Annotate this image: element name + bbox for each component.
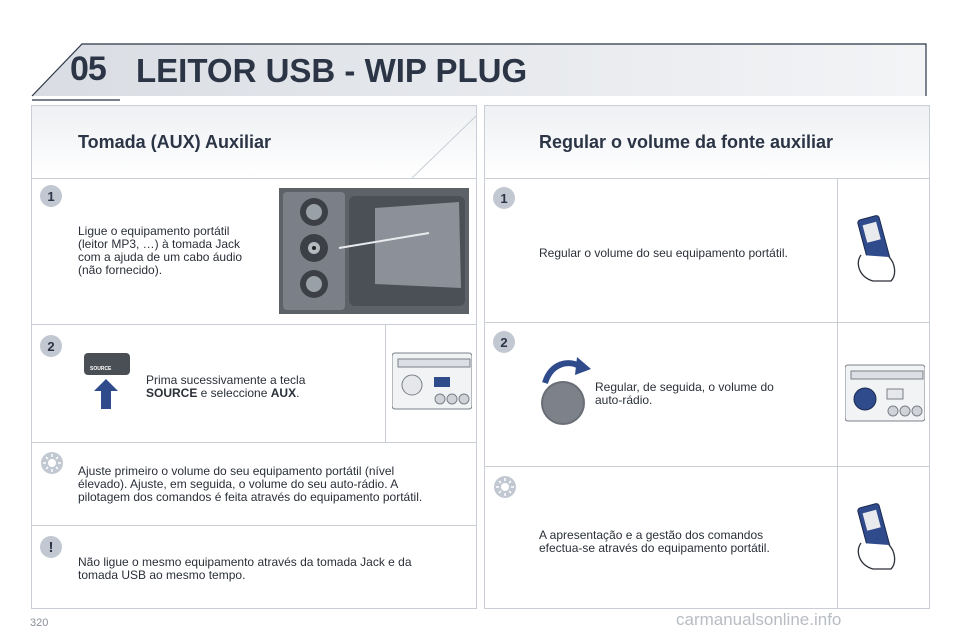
left-section-title: Tomada (AUX) Auxiliar: [78, 132, 272, 152]
left-tip: Ajuste primeiro o volume do seu equipame…: [32, 442, 476, 526]
left-warning-text: Não ligue o mesmo equipamento através da…: [78, 555, 412, 582]
chapter-number: 05: [70, 50, 107, 88]
source-button-icon: [84, 353, 130, 409]
radio-illustration-right: [845, 364, 925, 422]
right-panel: Regular o volume da fonte auxiliar 1 Reg…: [484, 105, 930, 609]
portable-player-hand-icon: [857, 215, 896, 282]
left-step-2: 2 SOURCE Prima sucessivamente a tecla SO…: [32, 324, 476, 443]
left-step-2-text: Prima sucessivamente a tecla SOURCE e se…: [146, 373, 306, 400]
header-band: [31, 43, 927, 101]
left-warning: ! Não ligue o mesmo equipamento através …: [32, 525, 476, 609]
source-button-label: SOURCE: [90, 366, 112, 372]
right-step-2: 2 Regular, de seguida, o volume do auto-…: [485, 322, 929, 467]
portable-player-hand-icon: [857, 503, 896, 570]
right-step-1-text: Regular o volume do seu equipamento port…: [539, 246, 788, 260]
radio-illustration: [392, 352, 472, 410]
step-badge-2-right: 2: [493, 331, 515, 353]
step-badge-1: 1: [40, 185, 62, 207]
aux-jack-illustration: [279, 188, 469, 314]
right-step-2-text: Regular, de seguida, o volume do auto-rá…: [595, 380, 774, 407]
right-step-1: 1 Regular o volume do seu equipamento po…: [485, 178, 929, 323]
right-section-title: Regular o volume da fonte auxiliar: [539, 132, 834, 152]
right-tip-text: A apresentação e a gestão dos comandos e…: [539, 528, 770, 555]
step-badge-2: 2: [40, 335, 62, 357]
right-title-band: [485, 106, 929, 178]
warning-icon: !: [40, 536, 62, 558]
lightbulb-icon: [41, 452, 63, 474]
right-tip: A apresentação e a gestão dos comandos e…: [485, 466, 929, 609]
page-number: 320: [30, 617, 49, 629]
lightbulb-icon: [494, 476, 516, 498]
page-title: LEITOR USB - WIP PLUG: [136, 52, 528, 89]
left-title-band: [32, 106, 476, 178]
left-step-1-text: Ligue o equipamento portátil (leitor MP3…: [78, 224, 243, 277]
left-tip-text: Ajuste primeiro o volume do seu equipame…: [78, 464, 423, 504]
watermark: carmanualsonline.info: [676, 610, 842, 629]
step-badge-1-right: 1: [493, 187, 515, 209]
left-step-1: 1 Ligue o equipamento portátil (leitor M…: [32, 178, 476, 325]
left-panel: Tomada (AUX) Auxiliar 1 Ligue o equipame…: [31, 105, 477, 609]
volume-knob-icon: [541, 357, 591, 425]
